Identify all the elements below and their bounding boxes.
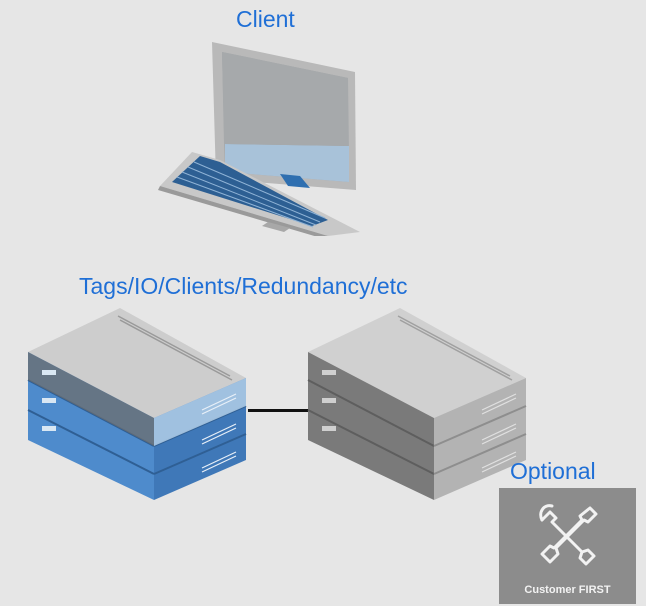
client-label: Client xyxy=(236,6,295,32)
optional-label: Optional xyxy=(510,458,596,484)
customer-first-caption: Customer FIRST xyxy=(524,584,611,596)
customer-first-tile: Customer FIRST xyxy=(499,488,636,604)
connection-line xyxy=(248,409,308,412)
laptop-icon xyxy=(158,42,360,236)
primary-server-stack-icon xyxy=(27,308,247,500)
tools-icon xyxy=(539,504,598,566)
secondary-server-stack-icon xyxy=(307,308,527,500)
tags-label: Tags/IO/Clients/Redundancy/etc xyxy=(79,273,408,299)
